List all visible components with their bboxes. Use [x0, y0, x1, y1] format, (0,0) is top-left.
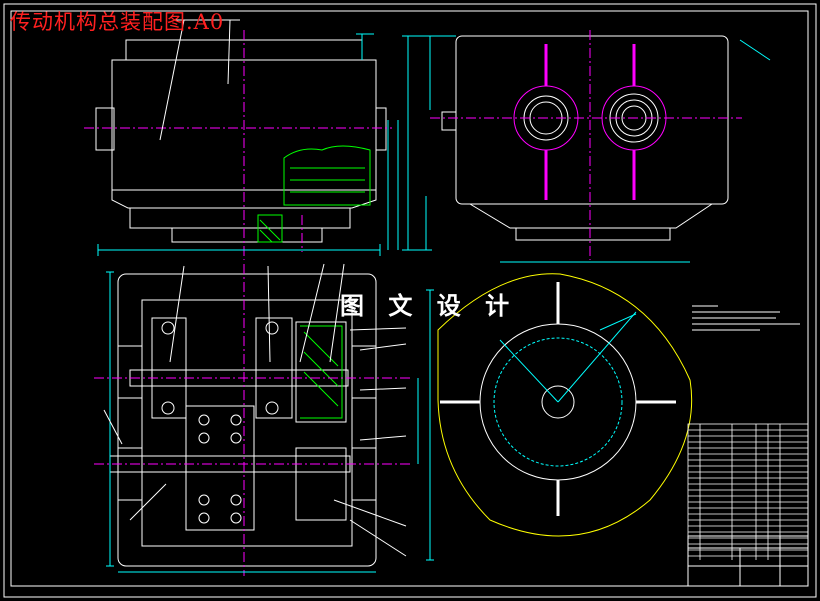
plan-view-dimensions [109, 272, 431, 573]
outer-border [3, 3, 817, 598]
drawing-title: 传动机构总装配图.A0 [10, 10, 225, 34]
side-view-centerlines [430, 30, 742, 260]
inner-border [10, 10, 809, 587]
front-view-section [257, 145, 371, 243]
plan-view-bolts [161, 321, 279, 524]
front-view-leaders [159, 19, 240, 141]
plan-view-section [300, 325, 343, 419]
cover-view-lines [499, 311, 637, 403]
cover-view-ribs [440, 282, 676, 516]
plan-view-leaders [103, 263, 407, 557]
front-view-dimensions [97, 33, 399, 256]
plan-view [109, 273, 377, 567]
side-view [441, 35, 729, 241]
dimension-ticks [106, 35, 434, 567]
plan-view-centerlines [94, 264, 410, 576]
side-view-ribs [544, 44, 636, 200]
watermark-text: 图 文 设 计 [340, 292, 518, 320]
parts-list [687, 423, 809, 587]
front-view [95, 39, 387, 243]
front-view-centerlines [84, 30, 392, 260]
technical-notes [692, 305, 800, 331]
title-block [687, 535, 809, 587]
